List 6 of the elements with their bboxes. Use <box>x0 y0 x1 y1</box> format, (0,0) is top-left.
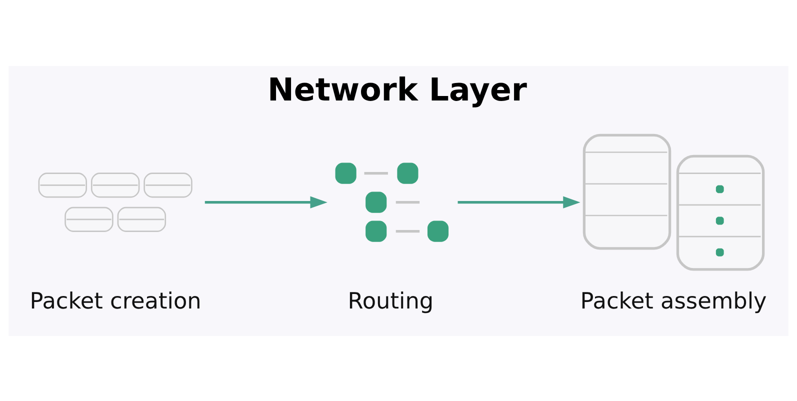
node-label: Packet creation <box>30 288 202 314</box>
diagram-title: Network Layer <box>267 72 527 108</box>
arrow <box>458 196 580 208</box>
arrow <box>204 196 328 208</box>
node-label: Routing <box>348 288 434 314</box>
node-label: Packet assembly <box>580 288 767 314</box>
